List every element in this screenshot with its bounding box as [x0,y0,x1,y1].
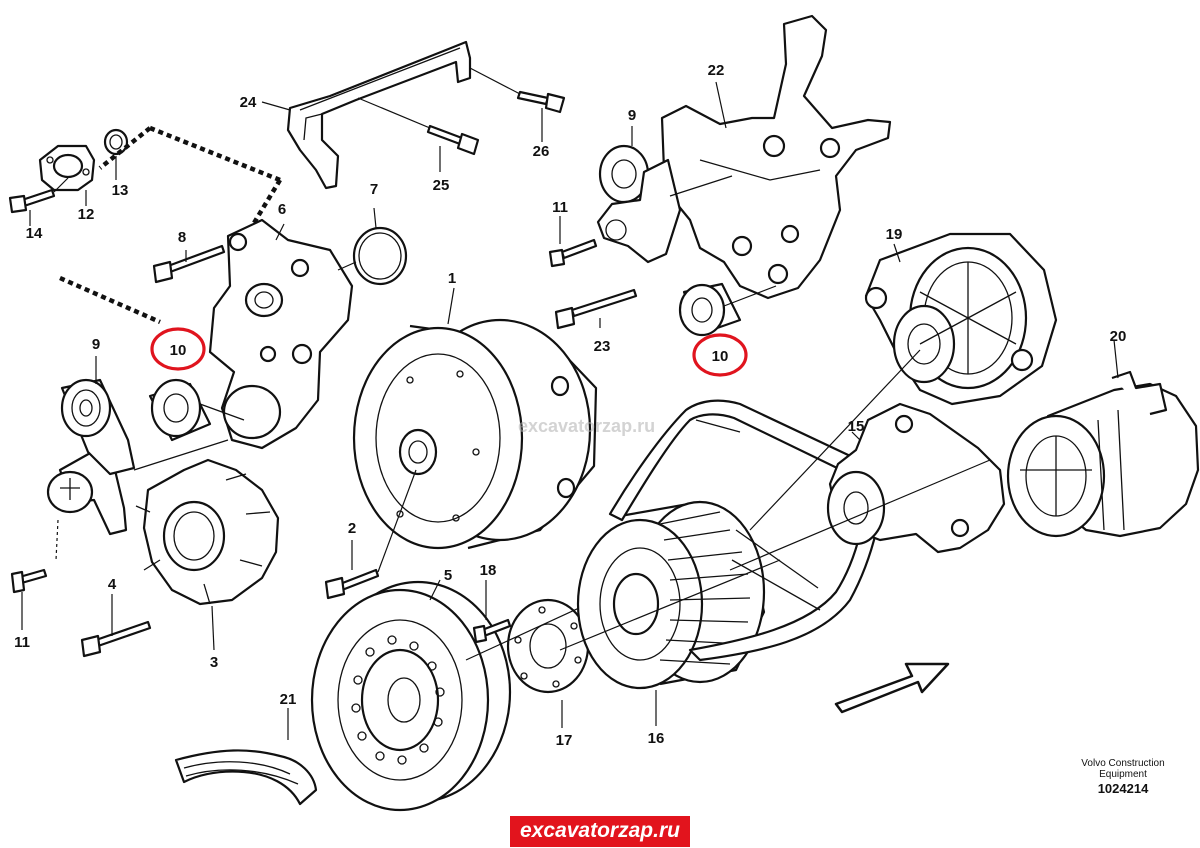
callout-3: 3 [210,654,218,671]
callout-5: 5 [444,567,452,584]
callout-10-left: 10 [170,342,187,359]
reference-line-2: Equipment [1099,769,1147,780]
part-1-water-pump-pulley [352,318,598,550]
callout-2: 2 [348,520,356,537]
callout-25: 25 [433,177,450,194]
callout-24: 24 [240,94,257,111]
part-2-bolt [324,568,380,600]
part-25-bolt [426,124,480,156]
callout-20: 20 [1110,328,1127,345]
part-10-idler-pulley-right [678,282,742,337]
part-22-alternator-bracket [660,14,892,300]
site-banner-text[interactable]: excavatorzap.ru [510,815,690,847]
part-12-flange [38,144,96,192]
callout-6: 6 [278,201,286,218]
part-20-ac-compressor [1006,370,1200,538]
direction-arrow [834,662,950,714]
callout-9-right: 9 [628,107,636,124]
part-23-bolt [554,288,638,330]
part-11-bolt-left [10,568,48,594]
part-10-idler-pulley-left [148,378,212,442]
part-21-poly-v-belt [174,749,318,806]
callout-14: 14 [26,225,43,242]
part-7-o-ring [352,226,408,286]
callout-13: 13 [112,182,129,199]
callout-23: 23 [594,338,611,355]
part-11-bolt-right [548,238,598,268]
callout-11-right: 11 [552,199,568,216]
reference-line-1: Volvo Construction [1081,758,1164,769]
callout-19: 19 [886,226,903,243]
part-14-bolt [8,188,56,214]
callout-21: 21 [280,691,297,708]
gasket-outline-dashed [59,125,281,325]
callout-8: 8 [178,229,186,246]
part-18-bolt [472,618,512,644]
part-3-impeller [135,458,280,606]
part-9-belt-tensioner-right [596,144,682,264]
part-4-bolt [80,620,152,658]
callout-26: 26 [533,143,550,160]
callout-4: 4 [108,576,117,593]
callout-1: 1 [448,270,456,287]
callout-15: 15 [848,418,865,435]
part-19-alternator [864,232,1058,406]
part-24-mounting-bracket [286,40,472,190]
site-banner: excavatorzap.ru [0,814,1200,848]
part-13-gasket [103,128,129,156]
callout-11-left: 11 [14,634,30,651]
callout-7: 7 [370,181,378,198]
callout-12: 12 [78,206,95,223]
highlight-circle-right [692,333,748,377]
part-8-bolt [152,244,226,284]
callout-22: 22 [708,62,725,79]
part-26-bolt [516,90,566,114]
part-16-crankshaft-pulley [576,500,766,690]
part-9-belt-tensioner-left [46,378,136,536]
highlight-circle-left [150,327,206,371]
callout-18: 18 [480,562,497,579]
callout-10-right: 10 [712,348,729,365]
callout-9-left: 9 [92,336,100,353]
callout-16: 16 [648,730,665,747]
callout-17: 17 [556,732,573,749]
alignment-axis [729,459,991,571]
part-6-pump-housing [208,218,354,450]
watermark-text: excavatorzap.ru [518,416,655,436]
part-17-hub-plate [506,598,590,694]
part-5-vibration-damper [310,580,512,812]
reference-doc-number: 1024214 [1098,781,1149,796]
part-15-water-pump-assembly [826,402,1006,554]
